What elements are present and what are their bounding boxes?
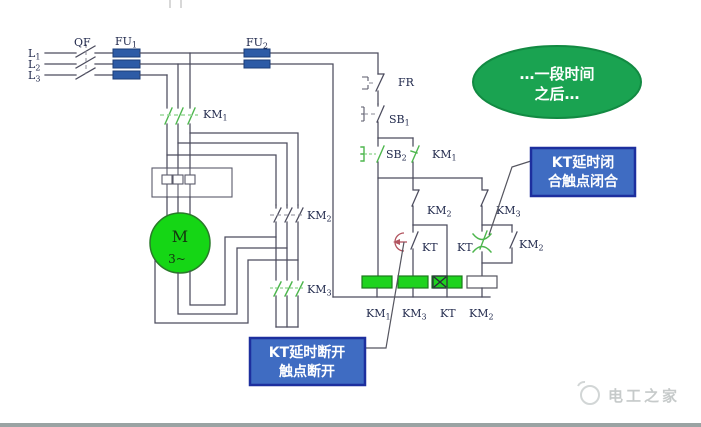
fu1-fuse	[112, 48, 141, 80]
km2-main-contacts	[270, 204, 304, 281]
time-note-line2: 之后…	[534, 85, 579, 103]
km3-nc-contact	[480, 177, 489, 226]
watermark-text: 电工之家	[608, 387, 680, 405]
coil-km1-label: KM1	[366, 307, 391, 322]
km3-main-contacts	[270, 281, 304, 328]
km3-coil	[397, 275, 429, 289]
km1-coil	[361, 275, 393, 289]
qf-breaker	[44, 44, 114, 80]
kt-close-label: KT	[457, 241, 473, 254]
kt-close-note-line1: KT延时闭	[552, 154, 614, 171]
kt-open-note-line2: 触点断开	[278, 363, 335, 380]
crop-artifact	[169, 0, 182, 8]
km3-main-label: KM3	[307, 283, 332, 298]
km2-coil	[466, 275, 498, 289]
km3-nc-label: KM3	[496, 204, 521, 219]
km2-nc-contact	[411, 177, 420, 226]
control-circuit	[332, 73, 518, 298]
kt-close-note-line2: 合触点闭合	[548, 173, 619, 190]
motor-phase: 3~	[168, 252, 186, 266]
labels: L1 L2 L3 QF FU1 FU2 KM1 KM2 KM3 FR SB1 S…	[28, 35, 544, 322]
coil-km3-label: KM3	[402, 307, 427, 322]
watermark: 电工之家	[577, 381, 680, 405]
thermal-relay-box	[151, 167, 233, 198]
km1-aux-contact	[410, 137, 420, 179]
bottom-border	[0, 423, 701, 427]
time-note-line1: …一段时间	[519, 65, 594, 83]
kt-delay-close-contact	[472, 224, 513, 277]
motor-letter: M	[172, 227, 188, 246]
km2-hold-contact	[481, 224, 518, 264]
km2-main-label: KM2	[307, 209, 332, 224]
motor: M 3~	[149, 212, 211, 274]
km2-hold-label: KM2	[519, 238, 544, 253]
coil-kt-label: KT	[440, 307, 456, 320]
km2-nc-label: KM2	[427, 204, 452, 219]
qf-label: QF	[74, 36, 91, 49]
kt-close-callout: KT延时闭 合触点闭合	[488, 146, 637, 236]
sb2-button	[360, 137, 385, 179]
phase-l3-label: L3	[28, 69, 40, 84]
fu1-label: FU1	[115, 35, 137, 50]
motor-return-wires	[154, 236, 299, 324]
phase-l2-label: L2	[28, 58, 40, 73]
km1-main-label: KM1	[203, 108, 228, 123]
watermark-logo-icon	[580, 385, 600, 405]
power-circuit: M 3~	[44, 44, 379, 328]
kt-open-label: KT	[422, 241, 438, 254]
kt-open-callout: KT延时断开 触点断开	[248, 241, 405, 387]
fr-label: FR	[398, 76, 415, 89]
sb1-button	[361, 103, 385, 139]
fr-nc-contact	[362, 73, 385, 105]
kt-coil	[431, 275, 463, 289]
coil-km2-label: KM2	[469, 307, 494, 322]
km1-main-contacts	[160, 107, 198, 125]
sb2-label: SB2	[386, 148, 407, 163]
fu2-label: FU2	[246, 36, 268, 51]
kt-delay-open-contact	[393, 224, 419, 277]
sb1-label: SB1	[389, 113, 410, 128]
km1-aux-label: KM1	[432, 148, 457, 163]
time-ellipse-callout: …一段时间 之后…	[472, 45, 642, 119]
fu2-fuse	[243, 48, 271, 69]
phase-l1-label: L1	[28, 47, 40, 62]
kt-open-note-line1: KT延时断开	[269, 344, 345, 361]
